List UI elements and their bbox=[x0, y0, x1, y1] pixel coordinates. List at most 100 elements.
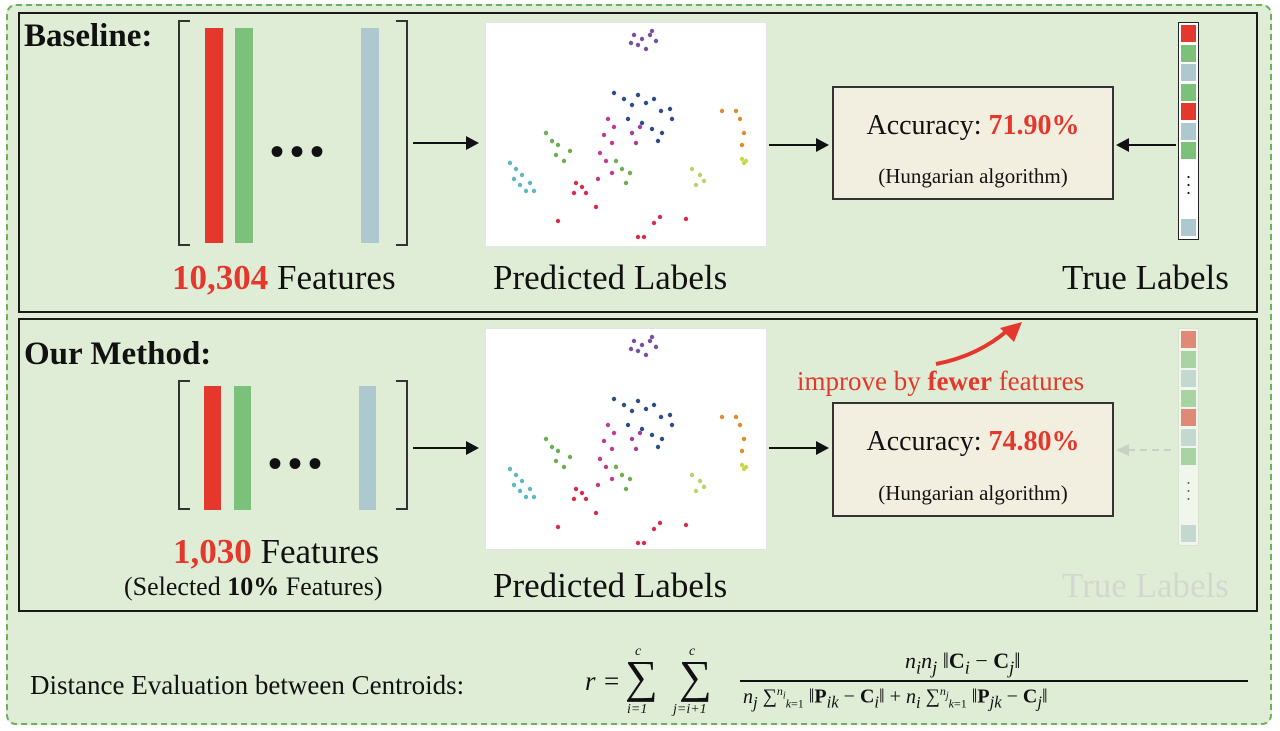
scatter-point bbox=[583, 190, 589, 196]
ours-algorithm-note: (Hungarian algorithm) bbox=[878, 481, 1068, 505]
scatter-point bbox=[643, 46, 649, 52]
scatter-point bbox=[625, 422, 631, 428]
scatter-point bbox=[701, 178, 707, 184]
scatter-point bbox=[737, 116, 743, 122]
formula-fraction-bar bbox=[740, 680, 1248, 682]
true-label-cell bbox=[1181, 370, 1196, 387]
baseline-accuracy-line: Accuracy: 71.90% bbox=[834, 110, 1112, 142]
scatter-point bbox=[603, 464, 609, 470]
scatter-point bbox=[527, 486, 533, 492]
true-label-cell bbox=[1181, 448, 1196, 465]
scatter-point bbox=[543, 130, 549, 136]
scatter-point bbox=[655, 444, 661, 450]
scatter-point bbox=[571, 190, 577, 196]
scatter-point bbox=[741, 436, 747, 442]
scatter-point bbox=[657, 214, 663, 220]
ours-scatter-svg bbox=[507, 334, 749, 546]
formula-sum2-bottom: j=i+1 bbox=[673, 702, 707, 717]
scatter-point bbox=[555, 218, 561, 224]
scatter-point bbox=[579, 490, 585, 496]
scatter-point bbox=[597, 150, 603, 156]
scatter-point bbox=[561, 158, 567, 164]
scatter-point bbox=[639, 36, 645, 42]
formula-sum2-sigma: ∑ bbox=[679, 651, 712, 702]
ours-left-bracket bbox=[178, 380, 190, 510]
scatter-point bbox=[593, 204, 599, 210]
scatter-point bbox=[739, 142, 745, 148]
scatter-point bbox=[629, 102, 635, 108]
ours-dashed-arrow-from-truth bbox=[1116, 444, 1176, 456]
ours-feature-count: 1,030 bbox=[173, 532, 252, 571]
scatter-point bbox=[651, 526, 657, 532]
improve-suffix: features bbox=[991, 366, 1085, 396]
scatter-point bbox=[513, 166, 519, 172]
scatter-point bbox=[689, 472, 695, 478]
scatter-point bbox=[657, 520, 663, 526]
scatter-point bbox=[739, 462, 745, 468]
scatter-point bbox=[741, 130, 747, 136]
baseline-predicted-caption: Predicted Labels bbox=[493, 258, 728, 297]
formula-denominator: nj ∑nik=1 ‖Pik − Ci‖ + ni ∑njk=1 ‖Pjk − … bbox=[743, 684, 1048, 712]
true-label-ellipsis: ··· bbox=[1185, 167, 1192, 203]
scatter-point bbox=[609, 476, 615, 482]
ours-feature-caption: 1,030 Features bbox=[173, 532, 379, 572]
formula-lhs: r = bbox=[585, 666, 621, 696]
scatter-point bbox=[603, 158, 609, 164]
scatter-point bbox=[651, 96, 657, 102]
scatter-point bbox=[543, 436, 549, 442]
scatter-point bbox=[507, 466, 513, 472]
baseline-feature-suffix: Features bbox=[268, 258, 396, 297]
scatter-point bbox=[643, 352, 649, 358]
baseline-accuracy-label: Accuracy: bbox=[866, 110, 989, 141]
true-label-cell bbox=[1181, 331, 1196, 348]
scatter-point bbox=[625, 116, 631, 122]
scatter-point bbox=[659, 130, 665, 136]
baseline-scatter-svg bbox=[507, 28, 749, 240]
scatter-point bbox=[595, 482, 601, 488]
scatter-point bbox=[513, 472, 519, 478]
scatter-point bbox=[683, 522, 689, 528]
scatter-point bbox=[733, 108, 739, 114]
scatter-point bbox=[553, 458, 559, 464]
ours-right-bracket bbox=[396, 380, 408, 510]
scatter-point bbox=[555, 142, 561, 148]
scatter-point bbox=[613, 464, 619, 470]
scatter-point bbox=[683, 216, 689, 222]
improve-annotation: improve by fewer features bbox=[797, 366, 1084, 397]
true-label-cell bbox=[1181, 389, 1196, 407]
scatter-point bbox=[635, 540, 641, 546]
scatter-point bbox=[623, 486, 629, 492]
ours-feature-bar-red bbox=[204, 386, 221, 510]
scatter-point bbox=[741, 466, 747, 472]
ours-feature-bar-green bbox=[234, 386, 251, 510]
ours-panel bbox=[18, 318, 1258, 612]
scatter-point bbox=[609, 140, 615, 146]
scatter-point bbox=[519, 172, 525, 178]
true-label-cell bbox=[1181, 428, 1196, 446]
scatter-point bbox=[635, 42, 641, 48]
scatter-point bbox=[739, 448, 745, 454]
scatter-point bbox=[658, 414, 664, 420]
scatter-point bbox=[611, 90, 617, 96]
baseline-arrow-from-truth bbox=[1116, 138, 1176, 152]
ours-selected-caption: (Selected 10% Features) bbox=[124, 572, 382, 602]
ours-accuracy-box: Accuracy: 74.80% (Hungarian algorithm) bbox=[832, 402, 1114, 517]
ours-true-caption: True Labels bbox=[1062, 566, 1229, 605]
baseline-accuracy-value: 71.90% bbox=[988, 110, 1080, 141]
true-label-cell bbox=[1181, 83, 1196, 101]
scatter-point bbox=[629, 408, 635, 414]
ours-predicted-caption: Predicted Labels bbox=[493, 566, 728, 605]
scatter-point bbox=[643, 100, 649, 106]
formula-numerator: ninj ‖Ci − Cj‖ bbox=[905, 648, 1021, 678]
ours-accuracy-value: 74.80% bbox=[988, 426, 1080, 457]
true-label-cell bbox=[1181, 409, 1196, 426]
scatter-point bbox=[719, 108, 725, 114]
baseline-accuracy-box: Accuracy: 71.90% (Hungarian algorithm) bbox=[832, 86, 1114, 200]
scatter-point bbox=[649, 28, 655, 34]
scatter-point bbox=[649, 126, 655, 132]
formula-label: Distance Evaluation between Centroids: bbox=[30, 670, 465, 700]
scatter-point bbox=[579, 184, 585, 190]
formula-sum1-bottom: i=1 bbox=[627, 702, 648, 717]
scatter-point bbox=[641, 234, 647, 240]
scatter-point bbox=[649, 432, 655, 438]
